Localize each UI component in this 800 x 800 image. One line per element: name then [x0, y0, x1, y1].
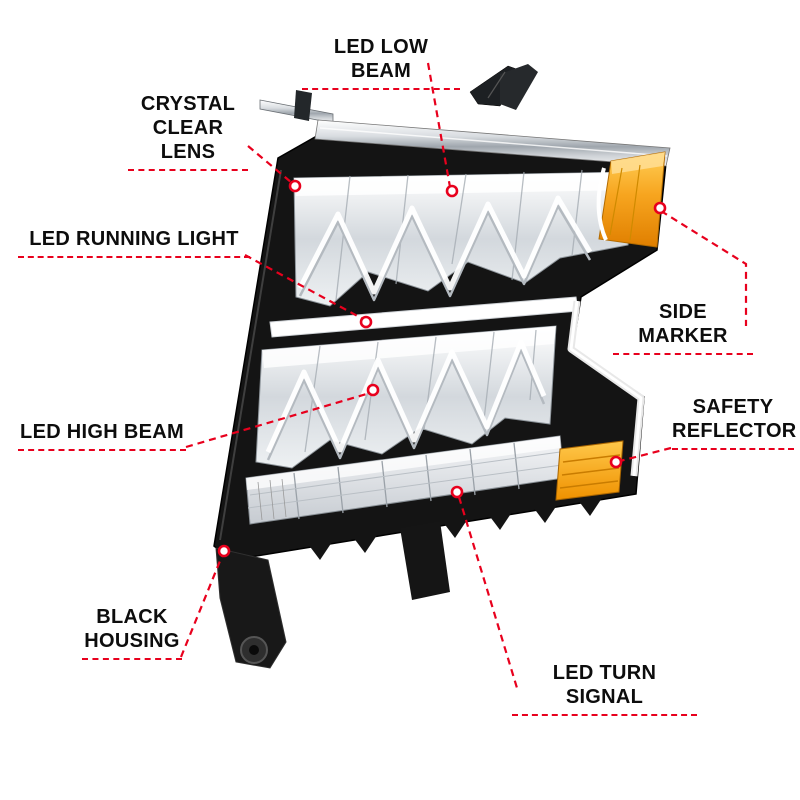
callout-label-led-running-light: LED RUNNING LIGHT — [18, 227, 250, 258]
callout-text: LED RUNNING LIGHT — [29, 228, 239, 250]
leader-black-housing — [179, 555, 224, 658]
callout-text: SIDE MARKER — [638, 301, 728, 347]
callout-text: HOUSING — [84, 630, 180, 652]
led-running-light-strip — [269, 296, 645, 477]
safety-reflector-lens — [555, 440, 624, 501]
led-high-beam-lens — [255, 325, 557, 469]
side-marker-lens — [596, 151, 666, 248]
callout-label-safety-reflector: SAFETY REFLECTOR — [672, 395, 797, 450]
leader-led-high-beam — [185, 391, 371, 449]
callout-label-led-high-beam: LED HIGH BEAM — [18, 420, 186, 451]
callout-label-black-housing: BLACK HOUSING — [82, 605, 182, 660]
leader-led-turn-signal — [457, 496, 519, 689]
callout-label-crystal-clear-lens: CRYSTAL CLEAR LENS — [128, 92, 248, 171]
dot-crystal-clear-lens — [288, 179, 302, 193]
callout-text: LED HIGH BEAM — [20, 421, 184, 443]
leader-led-low-beam — [426, 62, 452, 188]
callout-dots — [217, 179, 667, 558]
callout-text: SAFETY — [692, 396, 774, 418]
callout-text: LED TURN SIGNAL — [552, 662, 657, 708]
callout-leader-lines — [179, 62, 748, 689]
chrome-trim-strip — [314, 119, 671, 167]
dot-black-housing — [217, 544, 231, 558]
led-low-beam-lens — [293, 169, 635, 307]
leader-side-marker — [660, 210, 748, 326]
callout-text: REFLECTOR — [672, 420, 797, 442]
dot-led-high-beam — [366, 383, 380, 397]
dot-led-low-beam — [445, 184, 459, 198]
leader-led-running-light — [244, 254, 364, 320]
callout-text: CLEAR LENS — [152, 117, 224, 163]
dot-safety-reflector — [609, 455, 623, 469]
callout-text: LED LOW BEAM — [333, 36, 429, 82]
dot-led-running-light — [359, 315, 373, 329]
led-turn-signal-lens — [245, 435, 565, 525]
callout-label-led-turn-signal: LED TURN SIGNAL — [512, 661, 697, 716]
leader-safety-reflector — [619, 446, 672, 463]
dot-side-marker — [653, 201, 667, 215]
mounting-bracket — [215, 547, 287, 669]
leader-crystal-clear-lens — [247, 145, 293, 184]
callout-label-led-low-beam: LED LOW BEAM — [302, 35, 460, 90]
callout-text: CRYSTAL — [140, 93, 236, 115]
top-mounting-brackets — [259, 64, 538, 124]
callout-text: BLACK — [96, 606, 168, 628]
dot-led-turn-signal — [450, 485, 464, 499]
callout-label-side-marker: SIDE MARKER — [613, 300, 753, 355]
